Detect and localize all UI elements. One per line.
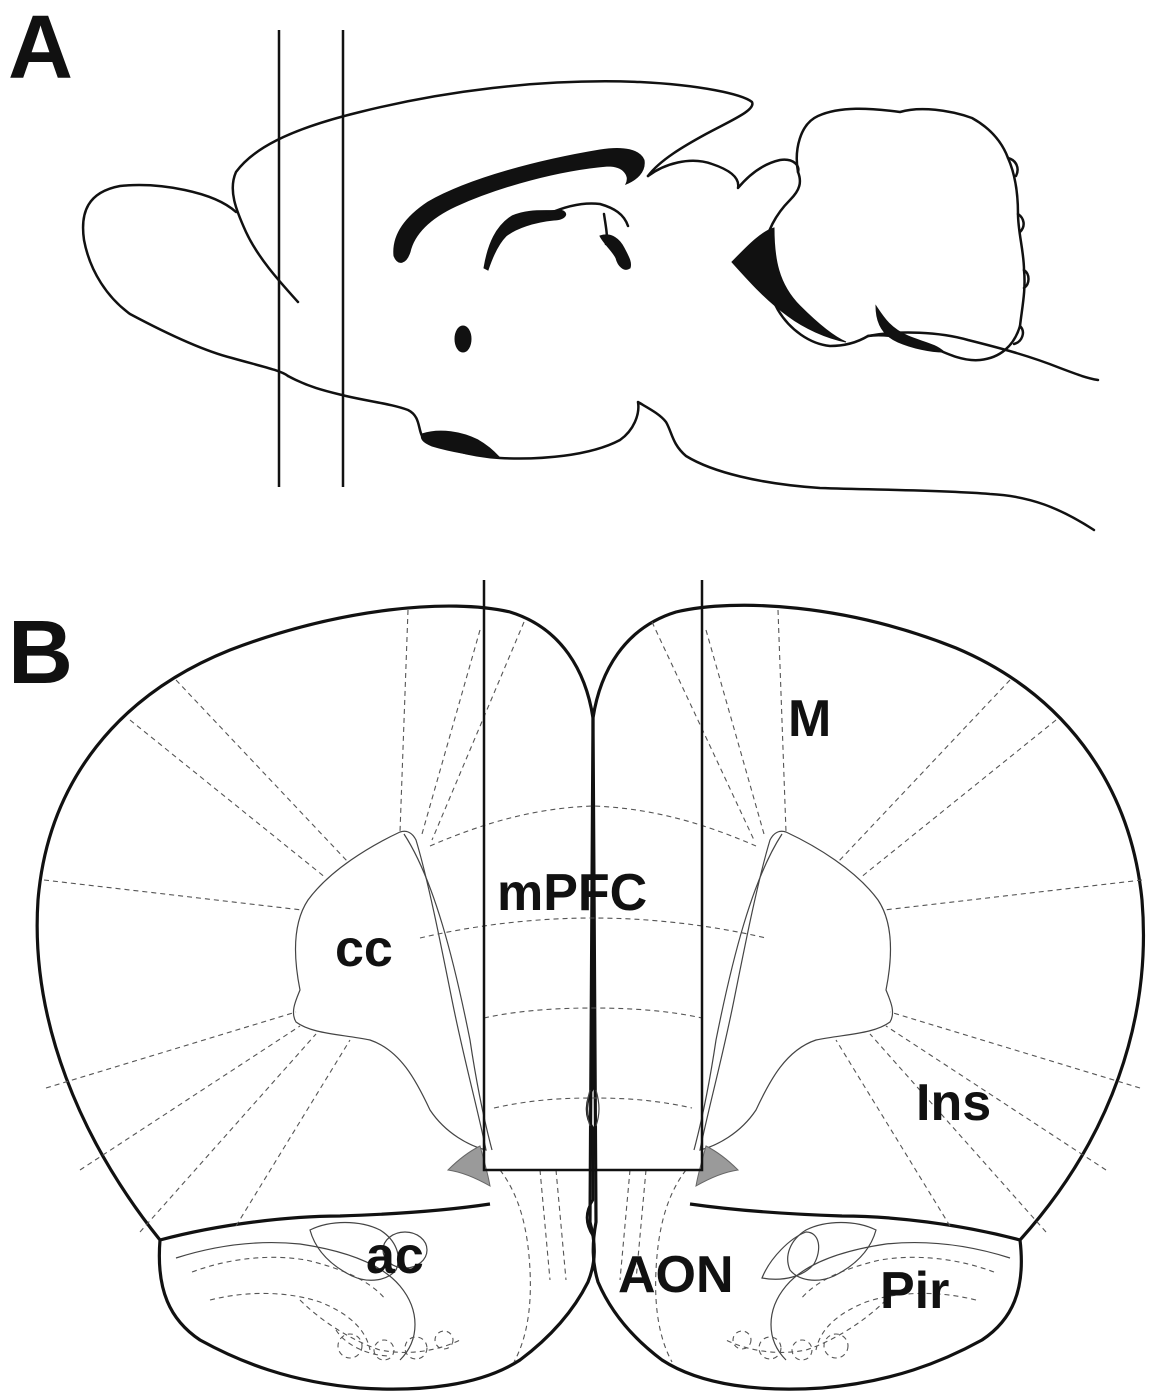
panel-b: B [8,580,1143,1389]
cerebral-aqueduct [600,235,631,269]
left-corpus-callosum [293,831,486,1150]
left-radial-lines [44,610,524,1232]
midline-split [587,1090,599,1126]
left-cc-inner [404,834,492,1150]
third-ventricle [484,210,566,270]
label-ins: Ins [916,1074,991,1132]
label-cc: cc [335,920,393,978]
label-m: M [788,690,831,748]
sagittal-ventral-outline [288,376,1094,530]
label-ac: ac [366,1227,424,1285]
label-mpfc: mPFC [497,864,647,922]
olfactory-bulb-outline [83,185,288,376]
right-cc-inner [694,834,782,1150]
left-olfactory-boundary [160,1204,490,1240]
label-aon: AON [618,1246,734,1304]
right-corpus-callosum [700,831,893,1150]
anterior-commissure-sagittal [455,326,471,352]
label-pir: Pir [880,1262,949,1320]
olfactory-ventricle [421,431,500,458]
cerebellum-folia [1008,158,1029,344]
fourth-ventricle-tail [876,306,944,352]
left-hemisphere-outline [37,606,594,1389]
panel-a: A [8,0,1098,530]
panel-b-label: B [8,603,73,703]
cortex-layer-arc-low [494,1098,692,1108]
right-olfactory-boundary [690,1204,1020,1240]
midbrain-outline [648,160,798,188]
panel-a-label: A [8,0,73,98]
